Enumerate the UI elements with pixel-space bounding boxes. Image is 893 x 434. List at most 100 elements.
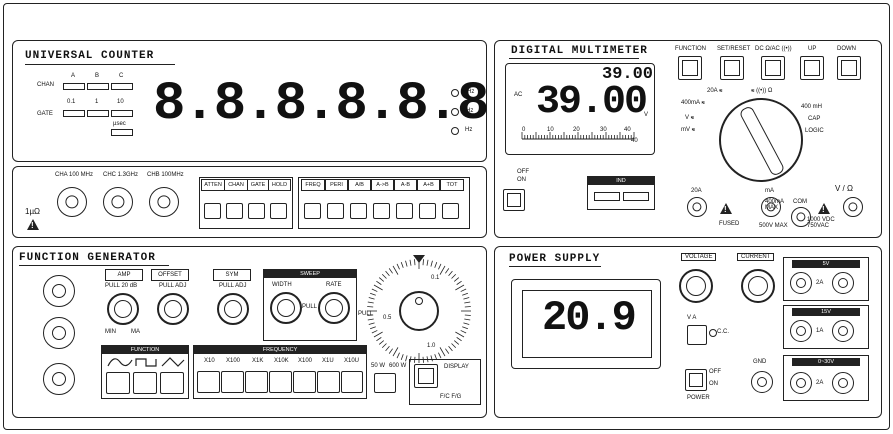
title-underline xyxy=(19,265,169,266)
peri-button[interactable] xyxy=(327,203,344,219)
jack-label-20a: 20A xyxy=(691,188,702,194)
a-to-b-button[interactable] xyxy=(373,203,390,219)
selector-pointer xyxy=(738,105,786,177)
dial-tick xyxy=(414,259,416,266)
va-button[interactable] xyxy=(687,325,707,345)
function-button[interactable] xyxy=(678,56,702,80)
triangle-button[interactable] xyxy=(160,372,184,394)
display-options: F/C F/G xyxy=(440,394,462,400)
warning-icon xyxy=(27,219,39,230)
hold-button[interactable] xyxy=(270,203,287,219)
a-plus-b-button[interactable] xyxy=(419,203,436,219)
output-5v-pos-jack[interactable] xyxy=(832,272,854,294)
jack-ma[interactable] xyxy=(761,197,781,217)
dial-tick xyxy=(445,348,450,354)
dial-tick xyxy=(396,263,400,270)
fg-output-jack-3[interactable] xyxy=(43,363,75,395)
display-button[interactable] xyxy=(414,364,438,388)
current-knob[interactable] xyxy=(741,269,775,303)
a-div-b-button[interactable] xyxy=(350,203,367,219)
square-button[interactable] xyxy=(133,372,157,394)
scale-tick-40: 40 xyxy=(624,127,631,133)
dial-tick xyxy=(464,301,471,304)
jack-v-ohm[interactable] xyxy=(843,197,863,217)
down-label: DOWN xyxy=(837,46,856,52)
outer-frame xyxy=(3,3,890,430)
sine-button[interactable] xyxy=(106,372,130,394)
output-0-30v-pos-jack[interactable] xyxy=(832,372,854,394)
range-x100-button[interactable] xyxy=(221,371,244,393)
input-label-cha: CHA 100 MHz xyxy=(55,172,94,178)
sym-label: SYM xyxy=(213,269,251,281)
output-15v-pos-jack[interactable] xyxy=(832,320,854,342)
dmm-range-selector[interactable] xyxy=(719,98,803,182)
fg-output-jack-1[interactable] xyxy=(43,275,75,307)
output-15v-neg-jack[interactable] xyxy=(790,320,812,342)
dial-tick xyxy=(460,288,467,292)
a-minus-b-button[interactable] xyxy=(396,203,413,219)
tab-freq: FREQ xyxy=(301,179,325,191)
va-label: V A xyxy=(687,315,697,321)
tab-a-div-b: A/B xyxy=(348,179,371,191)
set-reset-button[interactable] xyxy=(720,56,744,80)
jack-20a[interactable] xyxy=(687,197,707,217)
sweep-width-knob[interactable] xyxy=(270,292,302,324)
tab-a-to-b: A->B xyxy=(371,179,394,191)
cha-bnc-jack[interactable] xyxy=(57,187,87,217)
dial-label-ohm: ⩳ ((•)) Ω xyxy=(751,88,773,94)
dial-tick xyxy=(368,297,375,300)
down-button[interactable] xyxy=(837,56,861,80)
dmm-power-button[interactable] xyxy=(503,189,525,211)
voltage-knob[interactable] xyxy=(679,269,713,303)
chc-bnc-jack[interactable] xyxy=(103,187,133,217)
range-x10k-label: X10K xyxy=(274,358,289,364)
tot-button[interactable] xyxy=(442,203,459,219)
ohm600-label: 600 W xyxy=(389,363,407,369)
range-x1k-button[interactable] xyxy=(245,371,268,393)
range-x1u-label: X1U xyxy=(322,358,334,364)
gate-option-1: 1 xyxy=(95,99,99,105)
ps-power-button[interactable] xyxy=(685,369,707,391)
amp-knob[interactable] xyxy=(107,293,139,325)
counter-title: UNIVERSAL COUNTER xyxy=(25,50,155,62)
chan-button[interactable] xyxy=(226,203,243,219)
output-5v: 5V 2A xyxy=(783,257,869,301)
range-x100b-button[interactable] xyxy=(293,371,316,393)
up-button[interactable] xyxy=(800,56,824,80)
dial-tick xyxy=(367,314,374,316)
dmm-small-reading: 39.00 xyxy=(602,65,654,84)
dial-tick xyxy=(368,322,375,325)
dial-tick xyxy=(434,261,438,268)
sweep-pull-label-2: PULL xyxy=(358,311,374,317)
atten-button[interactable] xyxy=(204,203,221,219)
dial-label-mv: mV ⩳ xyxy=(681,127,696,133)
range-x10k-button[interactable] xyxy=(269,371,292,393)
output-5v-neg-jack[interactable] xyxy=(790,272,812,294)
range-x10u-button[interactable] xyxy=(341,371,363,393)
gnd-jack[interactable] xyxy=(751,371,773,393)
impedance-button[interactable] xyxy=(374,373,396,393)
dial-tick xyxy=(400,354,404,361)
dial-tick xyxy=(453,277,460,282)
freq-button[interactable] xyxy=(304,203,321,219)
jack-com[interactable] xyxy=(791,207,811,227)
gate-button[interactable] xyxy=(248,203,265,219)
fg-output-jack-2[interactable] xyxy=(43,317,75,349)
ma-max-label: 400mA MAX xyxy=(765,199,784,211)
sweep-rate-knob[interactable] xyxy=(318,292,350,324)
dc-ohm-ac-button[interactable] xyxy=(761,56,785,80)
tab-chan: CHAN xyxy=(224,179,248,191)
dial-tick xyxy=(367,318,374,321)
frequency-dial-knob[interactable] xyxy=(399,291,439,331)
scale-tick-0: 0 xyxy=(522,127,526,133)
dial-tick xyxy=(456,337,462,342)
chb-bnc-jack[interactable] xyxy=(149,187,179,217)
sym-knob[interactable] xyxy=(217,293,249,325)
offset-knob[interactable] xyxy=(157,293,189,325)
dial-tick xyxy=(462,292,469,296)
dial-tick xyxy=(462,326,469,330)
output-0-30v-neg-jack[interactable] xyxy=(790,372,812,394)
range-x10-button[interactable] xyxy=(197,371,220,393)
range-x1u-button[interactable] xyxy=(317,371,340,393)
